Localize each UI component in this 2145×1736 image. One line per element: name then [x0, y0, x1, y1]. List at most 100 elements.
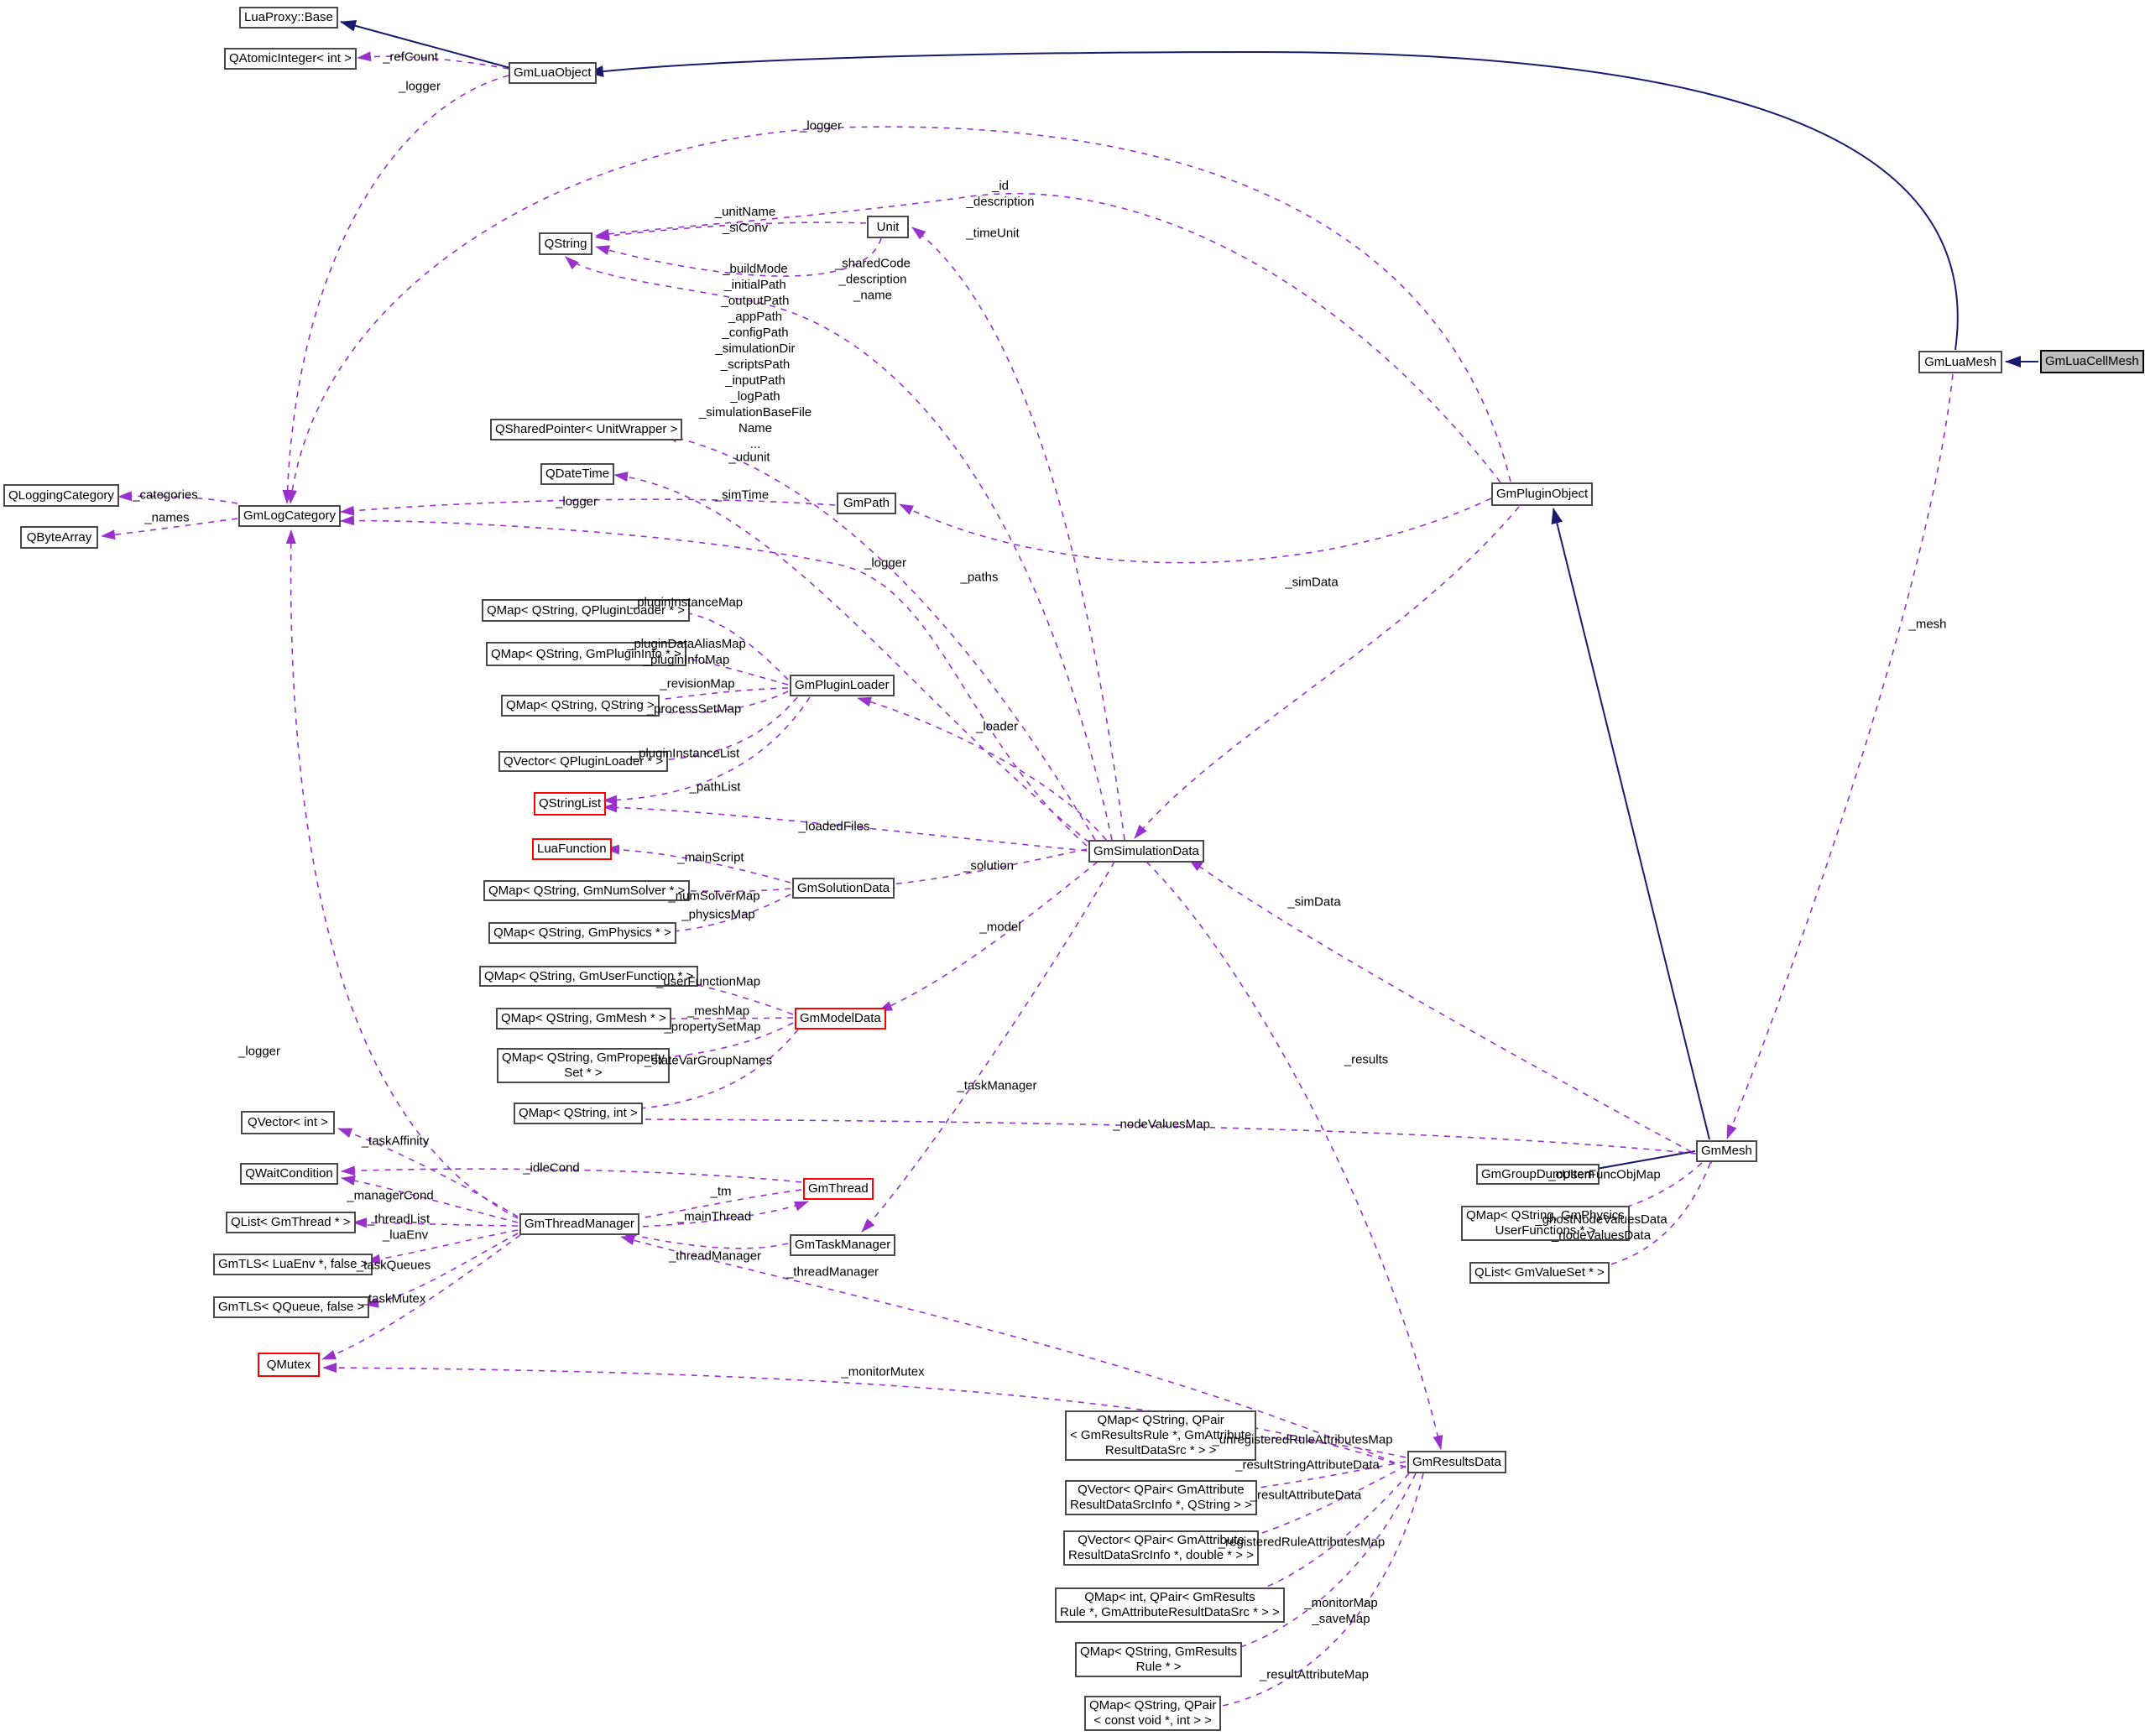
- class-node-Unit[interactable]: Unit: [867, 216, 909, 238]
- edge-dashed-8: [101, 518, 238, 540]
- class-node-QVectorSrcInfoQString[interactable]: QVector< QPair< GmAttribute ResultDataSr…: [1065, 1480, 1257, 1515]
- edge-dashed-31: [880, 848, 1088, 889]
- class-node-QMapQStringGmResultsRule[interactable]: QMap< QString, GmResults Rule * >: [1075, 1642, 1243, 1677]
- edge-dashed-14: [663, 432, 1096, 841]
- edge-dashed-53: [620, 1189, 802, 1225]
- class-node-QMapQStringInt[interactable]: QMap< QString, int >: [514, 1103, 643, 1124]
- edge-dashed-11: [595, 192, 1501, 483]
- edge-dashed-5: [357, 51, 509, 70]
- edge-dashed-46: [341, 1165, 802, 1183]
- edge-dashed-6: [282, 75, 509, 504]
- class-node-QMutex[interactable]: QMutex: [258, 1353, 320, 1377]
- class-node-QAtomicIntegerInt[interactable]: QAtomicInteger< int >: [224, 48, 357, 70]
- edge-dashed-35: [626, 1029, 799, 1114]
- class-node-GmMesh[interactable]: GmMesh: [1696, 1140, 1757, 1162]
- class-node-GmSimulationData[interactable]: GmSimulationData: [1088, 840, 1204, 863]
- class-node-QVectorQPluginLoader[interactable]: QVector< QPluginLoader * >: [498, 751, 669, 772]
- edge-dashed-7: [117, 491, 238, 504]
- class-node-GmTLSLuaEnv[interactable]: GmTLS< LuaEnv *, false >: [213, 1254, 373, 1275]
- edge-dashed-26: [603, 802, 1088, 852]
- edge-dashed-17: [287, 126, 1511, 504]
- edge-dashed-56: [620, 1235, 1407, 1468]
- edge-solid-1: [587, 50, 1959, 351]
- edge-dashed-43: [1584, 1162, 1703, 1220]
- edge-dashed-18: [340, 498, 836, 516]
- class-node-QDateTime[interactable]: QDateTime: [540, 463, 615, 485]
- class-node-GmPath[interactable]: GmPath: [837, 493, 896, 514]
- class-node-QByteArray[interactable]: QByteArray: [20, 526, 98, 549]
- class-node-QMapQStringGmNumSolver[interactable]: QMap< QString, GmNumSolver * >: [483, 880, 691, 901]
- class-node-QMapQStringGmPhysics[interactable]: QMap< QString, GmPhysics * >: [488, 922, 676, 944]
- edge-dashed-24: [640, 696, 798, 766]
- edge-dashed-10: [595, 237, 882, 277]
- class-node-QLoggingCategory[interactable]: QLoggingCategory: [3, 484, 119, 507]
- class-node-QVectorSrcInfoDouble[interactable]: QVector< QPair< GmAttribute ResultDataSr…: [1063, 1530, 1259, 1566]
- edge-dashed-47: [341, 1176, 519, 1223]
- edge-dashed-12: [911, 227, 1125, 841]
- class-node-GmLuaCellMesh: GmLuaCellMesh: [2040, 350, 2144, 373]
- edge-dashed-57: [285, 529, 519, 1219]
- edge-dashed-55: [620, 1230, 789, 1249]
- edge-dashed-48: [352, 1217, 519, 1228]
- class-node-QListGmValueSet[interactable]: QList< GmValueSet * >: [1469, 1262, 1610, 1284]
- edge-dashed-42: [1726, 373, 1954, 1139]
- edge-dashed-27: [857, 696, 1107, 841]
- edge-dashed-41: [1188, 858, 1713, 1164]
- class-node-QWaitCondition[interactable]: QWaitCondition: [240, 1163, 338, 1185]
- class-node-QMapQStringGmMesh[interactable]: QMap< QString, GmMesh * >: [496, 1008, 671, 1030]
- edge-solid-0: [340, 19, 511, 69]
- class-node-QString[interactable]: QString: [539, 232, 592, 255]
- edge-group: [101, 19, 2038, 1714]
- class-node-GmGroupDumpItem[interactable]: GmGroupDumpItem: [1476, 1164, 1600, 1185]
- edge-dashed-63: [1194, 1473, 1424, 1714]
- class-node-QVectorInt[interactable]: QVector< int >: [241, 1111, 335, 1134]
- class-node-QListGmThread[interactable]: QList< GmThread * >: [226, 1212, 356, 1233]
- edge-solid-3: [1551, 508, 1710, 1140]
- class-node-GmPluginLoader[interactable]: GmPluginLoader: [790, 675, 895, 696]
- edge-dashed-25: [603, 696, 811, 805]
- edge-dashed-21: [651, 649, 789, 686]
- edge-dashed-45: [337, 1128, 519, 1217]
- class-node-GmTaskManager[interactable]: GmTaskManager: [790, 1234, 896, 1256]
- edge-dashed-9: [595, 222, 867, 242]
- class-node-QMapIntQPairResults[interactable]: QMap< int, QPair< GmResults Rule *, GmAt…: [1055, 1587, 1285, 1623]
- class-node-GmLuaMesh[interactable]: GmLuaMesh: [1918, 351, 2002, 373]
- class-node-LuaProxyBase[interactable]: LuaProxy::Base: [239, 7, 338, 29]
- edge-dashed-37: [626, 1114, 1697, 1155]
- class-node-GmModelData[interactable]: GmModelData: [795, 1008, 886, 1030]
- class-node-QMapConstVoidInt[interactable]: QMap< QString, QPair < const void *, int…: [1084, 1696, 1222, 1731]
- edge-dashed-20: [655, 605, 789, 680]
- class-node-QMapQStringGmPluginInfo[interactable]: QMap< QString, GmPluginInfo * >: [486, 642, 686, 666]
- edge-dashed-54: [618, 1201, 809, 1228]
- class-node-GmThread[interactable]: GmThread: [803, 1178, 874, 1200]
- edge-dashed-40: [1134, 506, 1520, 839]
- edge-dashed-28: [605, 844, 791, 884]
- edge-dashed-44: [1575, 1162, 1711, 1275]
- class-node-GmSolutionData[interactable]: GmSolutionData: [792, 878, 895, 899]
- class-node-GmLuaObject[interactable]: GmLuaObject: [509, 62, 597, 84]
- edge-dashed-19: [340, 515, 1088, 847]
- class-node-GmLogCategory[interactable]: GmLogCategory: [238, 505, 342, 527]
- class-node-LuaFunction[interactable]: LuaFunction: [532, 838, 612, 860]
- class-node-QMapQStringQString[interactable]: QMap< QString, QString >: [501, 695, 660, 717]
- class-node-QStringList[interactable]: QStringList: [534, 792, 607, 816]
- class-node-QMapQStringGmPhysicsUserFunctions[interactable]: QMap< QString, GmPhysics UserFunctions *…: [1461, 1206, 1630, 1241]
- class-node-GmResultsData[interactable]: GmResultsData: [1407, 1451, 1506, 1473]
- class-node-QSharedPointerUnitWrapper[interactable]: QSharedPointer< UnitWrapper >: [490, 419, 683, 441]
- edge-dashed-50: [364, 1233, 519, 1308]
- edge-dashed-49: [366, 1229, 519, 1264]
- edge-dashed-39: [1146, 861, 1443, 1450]
- class-node-QMapRuleAttrSrc[interactable]: QMap< QString, QPair < GmResultsRule *, …: [1065, 1410, 1257, 1461]
- edge-dashed-23: [636, 691, 789, 717]
- class-node-QMapQStringGmUserFunction[interactable]: QMap< QString, GmUserFunction * >: [479, 966, 699, 987]
- class-node-GmPluginObject[interactable]: GmPluginObject: [1491, 482, 1594, 506]
- class-node-QMapQStringGmPropertySet[interactable]: QMap< QString, GmProperty Set * >: [497, 1048, 670, 1083]
- edge-dashed-59: [1213, 1461, 1407, 1498]
- class-node-GmTLSQQueue[interactable]: GmTLS< QQueue, false >: [213, 1296, 370, 1318]
- edge-dashed-36: [878, 861, 1099, 1012]
- edge-dashed-16: [899, 498, 1492, 564]
- class-node-GmThreadManager[interactable]: GmThreadManager: [519, 1213, 639, 1235]
- class-node-QMapQStringQPluginLoader[interactable]: QMap< QString, QPluginLoader * >: [482, 599, 690, 622]
